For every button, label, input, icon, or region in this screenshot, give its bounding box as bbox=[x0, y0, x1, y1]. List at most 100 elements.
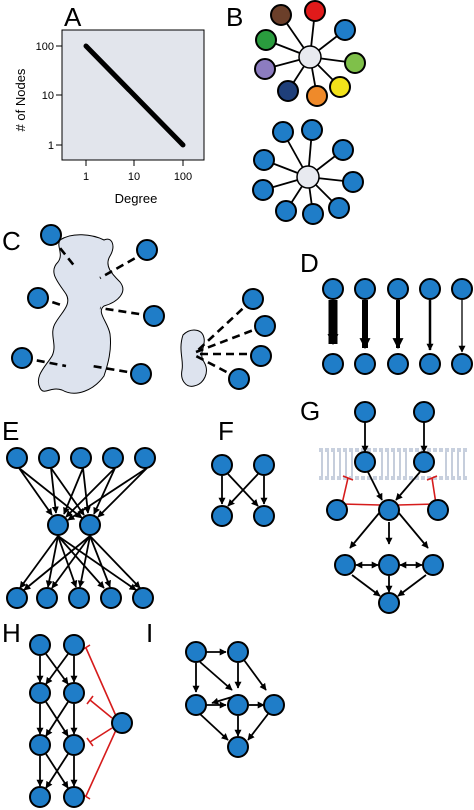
node bbox=[36, 587, 58, 609]
node bbox=[322, 278, 344, 300]
arrow-edge bbox=[57, 535, 105, 589]
node bbox=[387, 278, 409, 300]
node bbox=[354, 278, 376, 300]
arrow-edge bbox=[395, 471, 421, 501]
membrane-lipid bbox=[321, 450, 465, 478]
node bbox=[68, 587, 90, 609]
arrow-edge bbox=[45, 701, 69, 737]
node bbox=[27, 287, 49, 309]
node bbox=[263, 694, 285, 716]
arrow-edge bbox=[243, 659, 267, 691]
arrow-edge bbox=[23, 535, 91, 591]
node bbox=[253, 149, 275, 171]
dashed-edge bbox=[99, 306, 153, 318]
arrow-edge bbox=[367, 471, 383, 501]
panel-c: C bbox=[2, 224, 276, 394]
arrow-edge bbox=[93, 467, 116, 515]
colored-hub-network bbox=[254, 0, 366, 107]
arrow-edge bbox=[351, 574, 381, 597]
arrow-edge bbox=[45, 653, 69, 685]
node bbox=[63, 682, 85, 704]
x-tick-label: 1 bbox=[83, 171, 89, 183]
arrow-edge bbox=[18, 467, 83, 519]
node bbox=[254, 58, 276, 80]
node bbox=[328, 197, 350, 219]
node bbox=[136, 239, 158, 261]
node bbox=[275, 200, 297, 222]
complex-blob-small bbox=[180, 329, 207, 387]
node bbox=[419, 353, 441, 375]
panel-i: I bbox=[146, 618, 285, 758]
node bbox=[427, 499, 449, 521]
panel-h: H bbox=[2, 618, 133, 808]
arrow-edge bbox=[247, 713, 269, 741]
node bbox=[378, 499, 400, 521]
node bbox=[29, 786, 51, 808]
node bbox=[413, 401, 435, 423]
hub-node bbox=[296, 165, 320, 189]
arrow-edge bbox=[57, 535, 78, 588]
node bbox=[29, 734, 51, 756]
panel-e: E bbox=[2, 416, 156, 609]
panel-label-h: H bbox=[2, 618, 21, 648]
arrow-edge bbox=[97, 467, 148, 518]
node bbox=[451, 278, 473, 300]
node bbox=[270, 4, 292, 26]
y-tick-label: 1 bbox=[48, 140, 54, 152]
arrow-edge bbox=[18, 467, 53, 516]
node bbox=[102, 447, 124, 469]
node bbox=[422, 554, 444, 576]
node bbox=[79, 514, 101, 536]
node bbox=[255, 29, 277, 51]
node bbox=[301, 119, 323, 141]
arrow-edge bbox=[19, 535, 59, 589]
arrow-edge bbox=[397, 574, 427, 597]
node bbox=[250, 345, 272, 367]
node bbox=[322, 353, 344, 375]
arrow-edge bbox=[199, 713, 229, 741]
node bbox=[334, 554, 356, 576]
panel-label-i: I bbox=[146, 618, 153, 648]
node bbox=[211, 505, 233, 527]
node bbox=[419, 278, 441, 300]
y-tick-label: 100 bbox=[36, 41, 54, 53]
dashed-edge bbox=[99, 250, 147, 280]
node bbox=[354, 353, 376, 375]
panel-label-e: E bbox=[2, 416, 19, 446]
arrow-edge bbox=[51, 535, 91, 589]
arrow-edge bbox=[82, 467, 91, 514]
node bbox=[326, 499, 348, 521]
node bbox=[334, 19, 356, 41]
panel-label-b: B bbox=[226, 2, 243, 32]
complex-blob-large bbox=[38, 234, 124, 394]
node bbox=[354, 451, 376, 473]
x-tick-label: 100 bbox=[174, 171, 192, 183]
node bbox=[185, 694, 207, 716]
node bbox=[277, 80, 299, 102]
inhibition-edge bbox=[341, 475, 381, 506]
arrow-edge bbox=[50, 467, 59, 514]
arrow-edge bbox=[89, 535, 111, 588]
node bbox=[47, 514, 69, 536]
node bbox=[413, 451, 435, 473]
x-axis-label: Degree bbox=[115, 191, 158, 206]
node bbox=[227, 736, 249, 758]
node bbox=[130, 363, 152, 385]
x-tick-label: 10 bbox=[128, 171, 140, 183]
node bbox=[378, 554, 400, 576]
y-tick-label: 10 bbox=[42, 90, 54, 102]
arrow-edge bbox=[45, 753, 69, 789]
node bbox=[272, 121, 294, 143]
node bbox=[111, 712, 133, 734]
y-axis-label: # of Nodes bbox=[13, 68, 28, 131]
inhibition-edge bbox=[81, 644, 117, 717]
power-law-line bbox=[83, 43, 186, 148]
arrow-edge bbox=[397, 511, 429, 549]
blue-hub-network bbox=[252, 119, 364, 225]
arrow-edge bbox=[349, 511, 381, 549]
inhibition-edge bbox=[81, 729, 117, 800]
arrow-edge bbox=[65, 467, 116, 518]
membrane-heads bbox=[319, 448, 467, 480]
panel-d: D bbox=[300, 248, 473, 375]
